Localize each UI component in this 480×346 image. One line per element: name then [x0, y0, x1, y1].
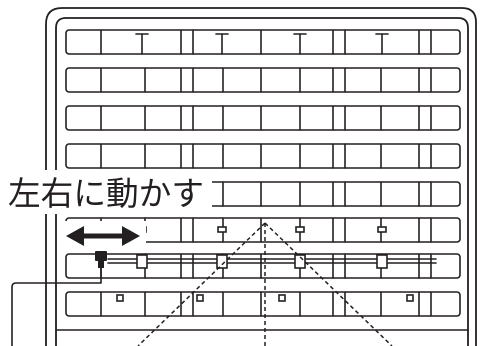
linkage-clip [294, 254, 306, 269]
linkage-clip [216, 254, 228, 269]
double-arrow-icon [66, 226, 140, 246]
knob-head [95, 251, 107, 261]
callout-line [11, 267, 102, 346]
louver-knob-icon [95, 251, 107, 268]
grille-slot [65, 105, 461, 131]
grille-slot [65, 291, 461, 317]
arrow-head-right [122, 226, 140, 246]
linkage-clip [376, 254, 388, 269]
grille-slot [65, 29, 461, 55]
outer-frame [45, 7, 477, 346]
label-background [0, 170, 212, 214]
grille-slot [65, 253, 461, 279]
knob-stem [98, 261, 104, 268]
linkage-clip [136, 254, 148, 269]
louver-clip [295, 226, 305, 233]
inner-frame [55, 17, 469, 346]
grille-slot [65, 143, 461, 169]
bottom-tab [116, 294, 124, 302]
annotation-layer: 左右に動かす [0, 170, 393, 346]
louver-clip [377, 226, 387, 233]
grille-slot [65, 67, 461, 93]
instruction-label: 左右に動かす [8, 174, 204, 213]
bottom-tab [406, 294, 414, 302]
airflow-line-right [264, 222, 393, 346]
bottom-tab [196, 294, 204, 302]
airflow-line-left [137, 222, 266, 346]
bottom-tab [278, 294, 286, 302]
louver-clip [217, 226, 227, 233]
arrow-head-left [66, 226, 84, 246]
